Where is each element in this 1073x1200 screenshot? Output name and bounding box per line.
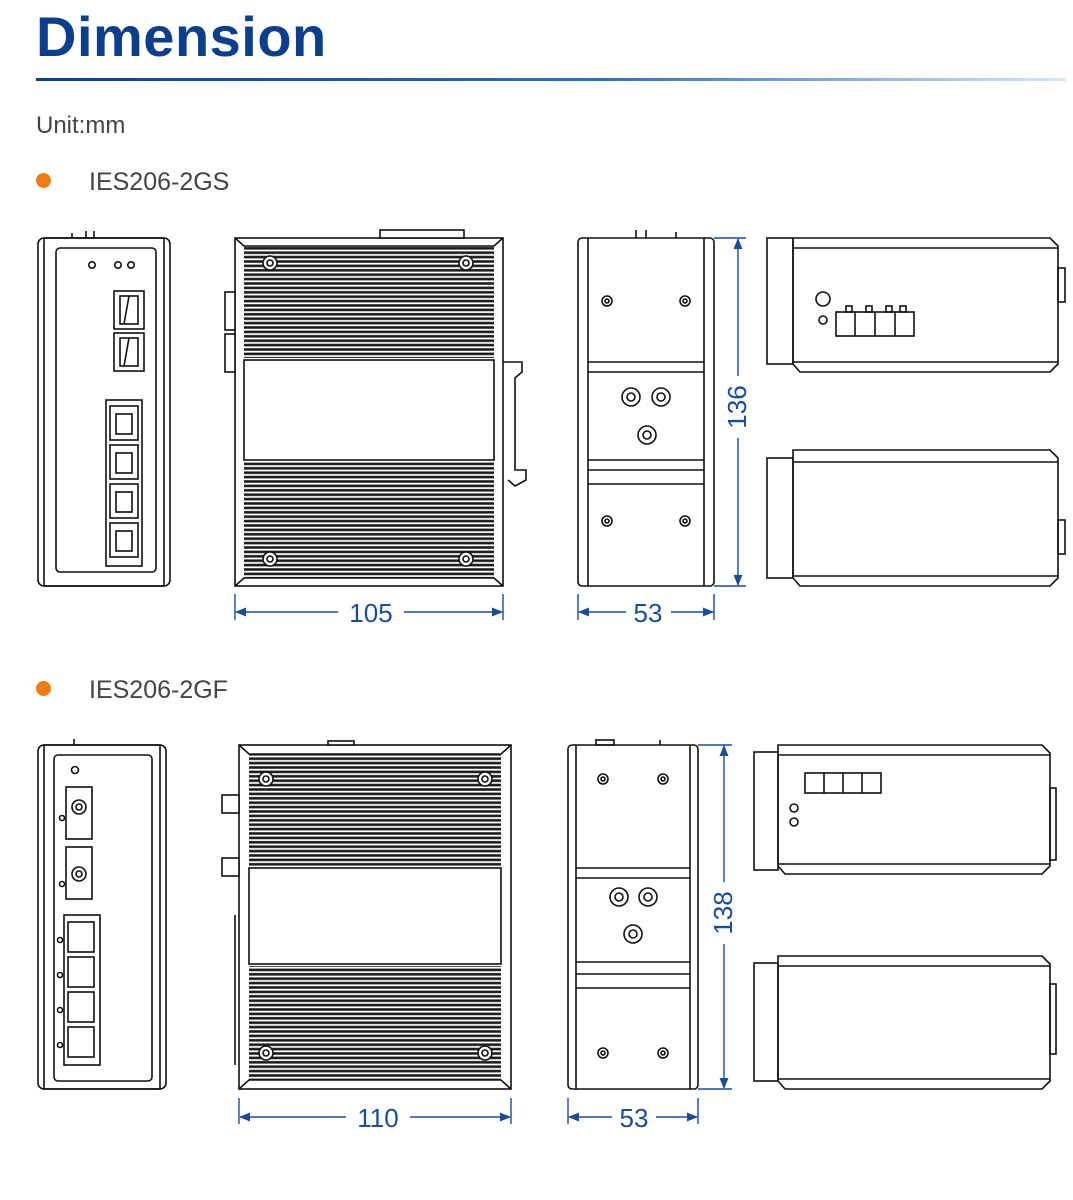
side-view-1: [224, 229, 527, 587]
title-underline: [36, 78, 1066, 81]
dimension-lines-2: [238, 744, 732, 1124]
rear-view-2: [567, 739, 699, 1090]
height-dimension-1: 136: [722, 385, 752, 428]
page-title: Dimension: [36, 5, 327, 68]
front-view-1: [37, 231, 171, 587]
top-view-1: [766, 237, 1066, 373]
bottom-view-1: [766, 449, 1066, 587]
height-dimension-2: 138: [708, 891, 738, 934]
bullet-icon: [36, 172, 51, 188]
model-name-2: IES206-2GF: [89, 676, 228, 704]
model-name-1: IES206-2GS: [89, 168, 230, 196]
bottom-view-2: [753, 955, 1057, 1090]
unit-label: Unit:mm: [36, 112, 126, 139]
dimension-lines-1: [234, 237, 746, 620]
bullet-icon: [36, 680, 51, 696]
top-view-2: [753, 744, 1057, 875]
front-view-2: [37, 739, 167, 1090]
width-dimension-1: 105: [349, 598, 392, 628]
depth-dimension-1: 53: [634, 598, 663, 628]
model-heading-2: IES206-2GF: [36, 676, 228, 705]
rear-view-1: [577, 230, 715, 587]
width-dimension-2: 110: [357, 1103, 398, 1133]
depth-dimension-2: 53: [620, 1103, 649, 1133]
model-heading-1: IES206-2GS: [36, 168, 229, 197]
side-view-2: [221, 740, 512, 1090]
